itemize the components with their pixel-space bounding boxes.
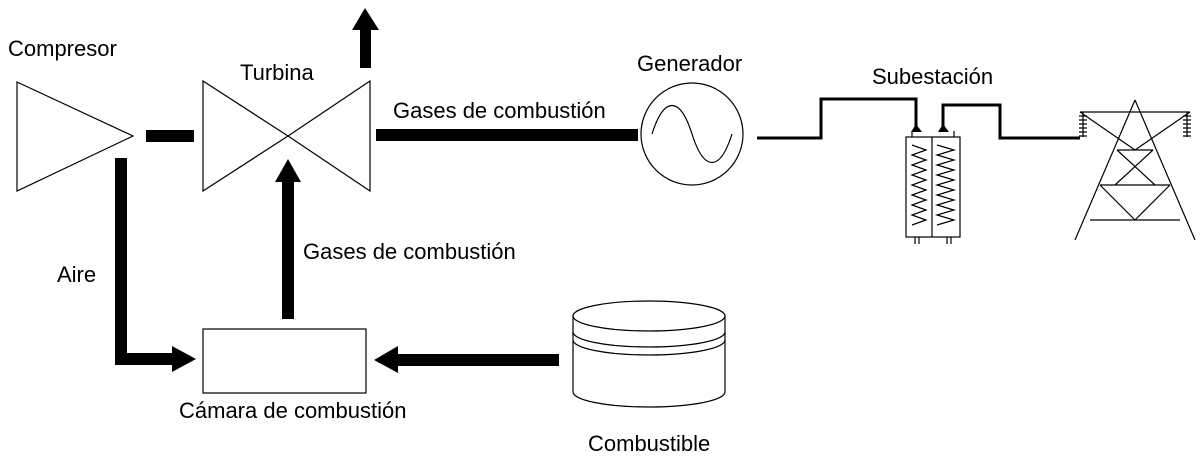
substation-label: Subestación [872, 64, 993, 89]
air-flow-arrow [115, 158, 196, 372]
transmission-tower-icon [1074, 99, 1196, 241]
generator-symbol [640, 82, 744, 186]
exhaust-arrow [352, 8, 379, 68]
combustion-chamber-label: Cámara de combustión [179, 398, 406, 423]
gases-vertical-label: Gases de combustión [303, 239, 516, 264]
compressor-turbine-shaft [146, 130, 194, 142]
generator-to-substation-line [757, 97, 918, 140]
turbine-label: Turbina [240, 60, 315, 85]
substation-to-tower-line [941, 103, 1080, 140]
fuel-flow-arrow [374, 346, 559, 373]
compressor-symbol [16, 81, 135, 192]
turbine-symbol [202, 79, 371, 193]
fuel-tank-symbol [572, 300, 726, 408]
substation-input-terminal [911, 124, 922, 132]
turbine-generator-shaft [376, 129, 638, 141]
compressor-label: Compresor [8, 36, 117, 61]
combustion-chamber [202, 328, 367, 394]
gases-top-label: Gases de combustión [393, 98, 606, 123]
combustion-gases-arrow [275, 159, 301, 319]
air-label: Aire [57, 262, 96, 287]
substation-transformer-symbol [905, 131, 961, 244]
generator-label: Generador [637, 51, 742, 76]
fuel-label: Combustible [588, 431, 710, 456]
